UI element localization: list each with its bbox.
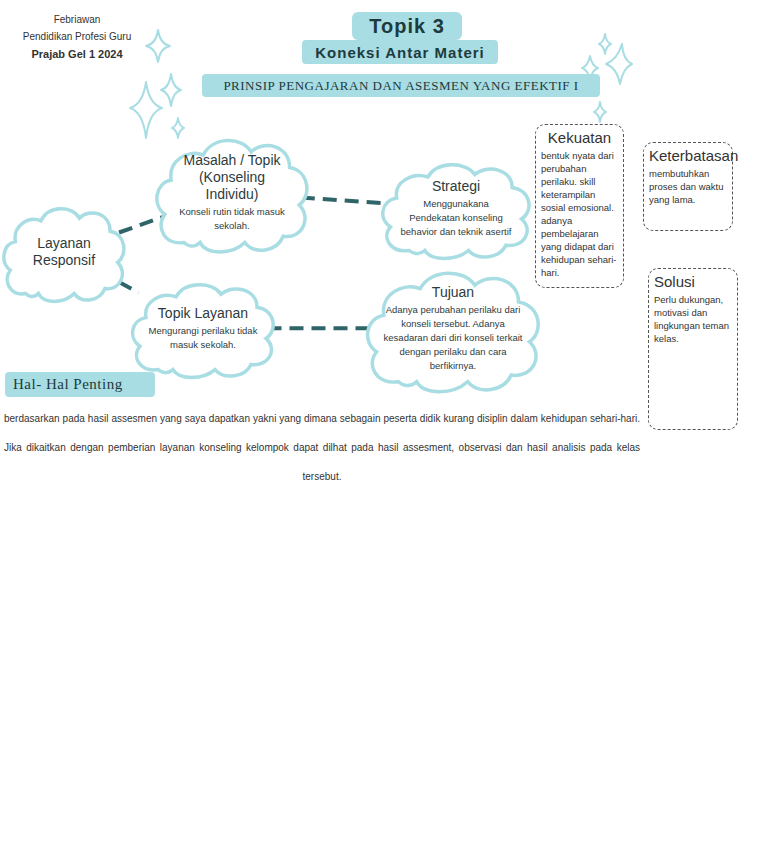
node-body: bentuk nyata dari perubahan perilaku. sk… [541,149,618,279]
node-body: membutuhkan proses dan waktu yang lama. [649,167,727,206]
node-heading: Strategi [432,178,480,195]
node-heading: Layanan Responsif [20,235,108,269]
node-body: Perlu dukungan, motivasi dan lingkungan … [654,293,732,345]
author-label: Prajab Gel 1 2024 [14,48,140,60]
author-label: Febriawan [22,14,132,25]
dashed-box: Kekuatan bentuk nyata dari perubahan peri… [535,124,624,288]
dashed-connector [119,217,163,233]
title-box: Topik 3 [352,12,462,40]
dashed-box: SolusiPerlu dukungan, motivasi dan lingk… [648,268,738,430]
node-heading: Topik Layanan [158,305,248,322]
node-heading: Solusi [654,273,732,290]
node-body: Menggunakana Pendekatan konseling behavi… [398,197,514,239]
heading-band: Hal- Hal Penting [5,372,155,397]
cloud-node: StrategiMenggunakana Pendekatan konselin… [378,156,534,261]
cloud-node: Layanan Responsif [0,200,128,304]
author-label: Pendidikan Profesi Guru [14,31,140,42]
node-heading: Masalah / Topik (Konseling Individu) [172,152,292,203]
node-heading: Koneksi Antar Materi [315,44,484,61]
dashed-connector [119,282,138,293]
node-body: Mengurangi perilaku tidak masuk sekolah. [148,324,258,352]
cloud-node: Topik LayananMengurangi perilaku tidak m… [128,276,278,380]
cloud-node: TujuanAdanya perubahan perilaku dari kon… [362,262,544,395]
cloud-node: Masalah / Topik (Konseling Individu)Kons… [152,130,312,255]
node-body: Adanya perubahan perilaku dari konseli t… [382,303,524,373]
node-heading: Tujuan [432,284,474,301]
node-heading: Hal- Hal Penting [13,376,123,393]
note-paragraph: berdasarkan pada hasil assesmen yang say… [4,404,640,491]
dashed-connector [301,197,389,203]
dashed-connector [268,328,375,329]
node-heading: PRINSIP PENGAJARAN DAN ASESMEN YANG EFEK… [223,78,578,94]
heading-band: PRINSIP PENGAJARAN DAN ASESMEN YANG EFEK… [202,74,600,97]
dashed-box: Keterbatasan membutuhkan proses dan waktu… [643,142,733,231]
heading-band: Koneksi Antar Materi [302,40,498,64]
node-heading: Keterbatasan [649,147,727,164]
node-heading: Kekuatan [541,129,618,146]
node-body: Konseli rutin tidak masuk sekolah. [172,205,292,233]
